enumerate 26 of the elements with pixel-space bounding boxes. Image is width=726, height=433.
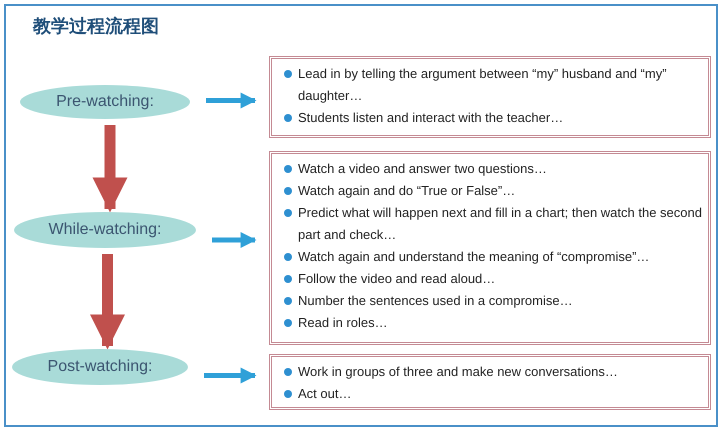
activity-item: Watch again and do “True or False”… bbox=[282, 180, 702, 202]
stage-label: Post-watching: bbox=[48, 358, 152, 376]
activity-item: Lead in by telling the argument between “my” husband and “my” daughter… bbox=[282, 63, 702, 107]
activity-item: Predict what will happen next and fill in a chart; then watch the second part and check… bbox=[282, 202, 702, 246]
arrow bbox=[92, 125, 128, 213]
stage-label: Pre-watching: bbox=[56, 93, 154, 111]
stage-ellipse bbox=[12, 349, 188, 385]
activity-item: Number the sentences used in a compromise… bbox=[282, 290, 702, 312]
arrow bbox=[90, 254, 126, 350]
activity-item: Watch again and understand the meaning of “compromise”… bbox=[282, 246, 702, 268]
arrow bbox=[206, 92, 257, 108]
arrow bbox=[212, 232, 257, 248]
activity-item: Follow the video and read aloud… bbox=[282, 268, 702, 290]
activity-item: Act out… bbox=[282, 383, 702, 405]
activity-box bbox=[269, 56, 711, 138]
stage-ellipse bbox=[20, 85, 190, 119]
activity-item: Watch a video and answer two questions… bbox=[282, 158, 702, 180]
activity-item: Students listen and interact with the teacher… bbox=[282, 107, 702, 129]
stage-ellipse bbox=[14, 212, 196, 248]
title: 教学过程流程图 bbox=[33, 15, 159, 38]
stage-label: While-watching: bbox=[48, 221, 162, 239]
activity-box bbox=[269, 354, 711, 410]
activity-item: Work in groups of three and make new conversations… bbox=[282, 361, 702, 383]
activity-item: Read in roles… bbox=[282, 312, 702, 334]
activity-box bbox=[269, 151, 711, 345]
arrow bbox=[204, 368, 257, 384]
